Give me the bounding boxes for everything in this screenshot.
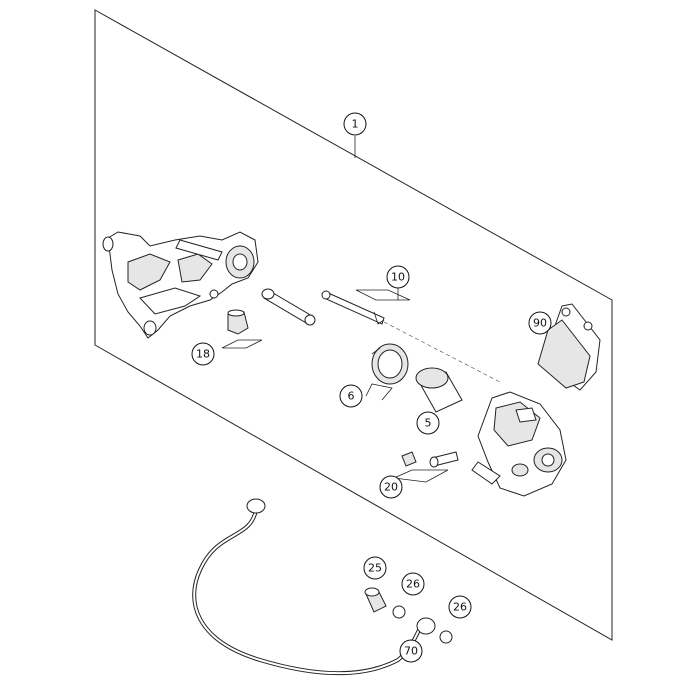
callout-5: 5 [416, 411, 440, 435]
svg-text:26: 26 [406, 578, 420, 591]
svg-text:1: 1 [352, 118, 359, 131]
leader-line-18 [221, 339, 263, 349]
callout-26: 26 [448, 595, 472, 619]
leader-line-10 [355, 289, 411, 301]
svg-text:20: 20 [384, 481, 398, 494]
banjo-bolt [364, 587, 387, 613]
callout-1: 1 [343, 112, 367, 136]
svg-text:6: 6 [348, 390, 355, 403]
callout-18: 18 [191, 342, 215, 366]
svg-text:26: 26 [453, 601, 467, 614]
caliper-body [471, 391, 567, 497]
brake-hose [192, 498, 436, 676]
callout-25: 25 [363, 556, 387, 580]
callout-70: 70 [399, 639, 423, 663]
svg-text:70: 70 [404, 645, 418, 658]
piston-seal [371, 343, 409, 385]
callout-26: 26 [401, 572, 425, 596]
pad-pin [321, 290, 385, 325]
callout-10: 10 [386, 265, 410, 289]
assembly-boundary [94, 9, 613, 641]
leader-line-20 [393, 469, 449, 483]
axis-line [383, 321, 501, 383]
svg-text:10: 10 [391, 271, 405, 284]
svg-text:25: 25 [368, 562, 382, 575]
sealing-washer [392, 605, 406, 619]
caliper-bracket [102, 231, 259, 339]
svg-text:5: 5 [425, 417, 432, 430]
svg-text:90: 90 [533, 317, 547, 330]
callout-20: 20 [379, 475, 403, 499]
rubber-boot [227, 309, 249, 335]
guide-pin [261, 288, 316, 326]
svg-text:18: 18 [196, 348, 210, 361]
leader-line-6 [365, 383, 393, 401]
callout-6: 6 [339, 384, 363, 408]
brake-pads [537, 303, 601, 391]
piston [415, 367, 463, 413]
sealing-washer [439, 630, 453, 644]
callout-90: 90 [528, 311, 552, 335]
bleeder-valve [401, 451, 459, 468]
